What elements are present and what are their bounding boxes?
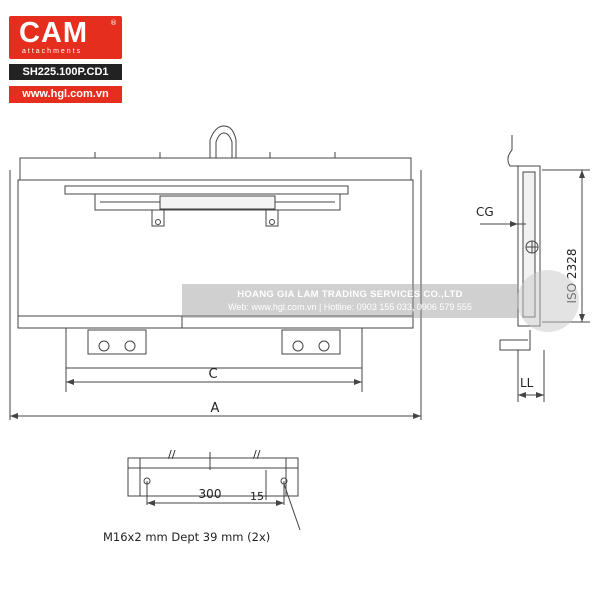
dim-15-label: 15: [250, 490, 264, 503]
watermark-company: HOANG GIA LAM TRADING SERVICES CO.,LTD: [237, 289, 463, 300]
website-link[interactable]: www.hgl.com.vn: [9, 86, 122, 103]
break-mark-left: //: [168, 448, 176, 461]
dimension-lines-front: [9, 170, 422, 420]
model-code: SH225.100P.CD1: [9, 64, 122, 80]
dimension-arrows: [10, 170, 585, 506]
front-view-carriage: [17, 125, 414, 369]
dim-300-label: 300: [199, 487, 222, 501]
watermark-logo-icon: [517, 270, 579, 332]
watermark-contact: Web: www.hgl.com.vn | Hotline: 0903 155 …: [228, 302, 472, 312]
company-watermark: HOANG GIA LAM TRADING SERVICES CO.,LTD W…: [182, 284, 518, 318]
ll-label: LL: [520, 376, 534, 390]
logo-word: CAM: [19, 17, 89, 49]
cam-logo: CAM ® attachments: [9, 16, 122, 59]
dim-a-label: A: [211, 401, 220, 416]
thread-note: M16x2 mm Dept 39 mm (2x): [103, 530, 270, 544]
cg-label: CG: [476, 205, 494, 219]
logo-subtext: attachments: [22, 48, 83, 55]
break-mark-right: //: [253, 448, 261, 461]
logo-registered-mark: ®: [110, 19, 117, 27]
detail-view: [127, 452, 301, 531]
dim-c-label: C: [208, 367, 217, 382]
